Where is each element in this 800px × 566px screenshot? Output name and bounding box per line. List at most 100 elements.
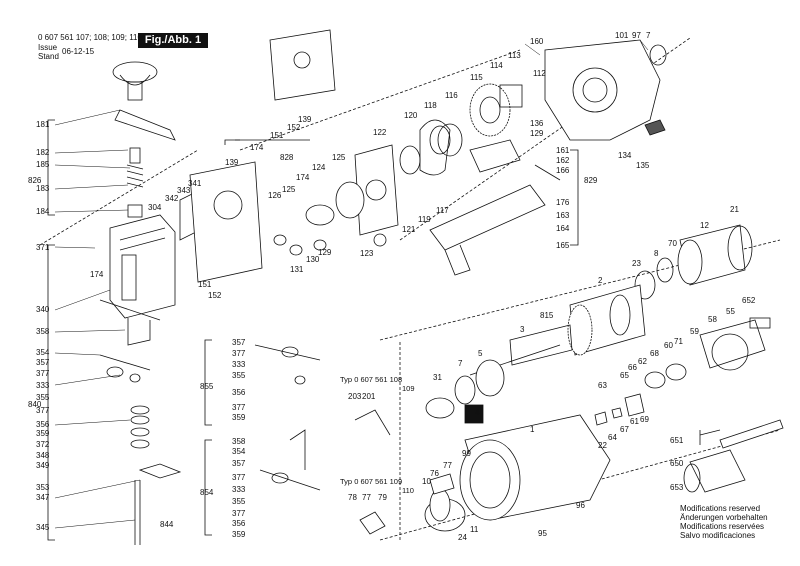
callout-125: 125 — [282, 185, 296, 194]
callout-68: 68 — [650, 349, 659, 358]
callout-152: 152 — [287, 123, 301, 132]
callout-121: 121 — [402, 225, 416, 234]
callout-119: 119 — [418, 215, 431, 224]
callout-76: 76 — [430, 469, 439, 478]
callout-113: 113 — [508, 51, 521, 60]
modifications-note: Modifications reserved Änderungen vorbeh… — [680, 504, 795, 540]
callout-31: 31 — [433, 373, 442, 382]
callout-184: 184 — [36, 207, 50, 216]
callout-355c: 355 — [232, 497, 246, 506]
modification-line: Modifications reserved — [680, 504, 761, 513]
callout-828: 828 — [280, 153, 294, 162]
callout-7: 7 — [646, 31, 651, 40]
callout-55: 55 — [726, 307, 735, 316]
callout-353: 353 — [36, 483, 50, 492]
callout-333c: 333 — [232, 485, 246, 494]
callout-359b: 359 — [232, 413, 246, 422]
callout-182: 182 — [36, 148, 50, 157]
callout-7b: 7 — [458, 359, 463, 368]
callout-134: 134 — [618, 151, 632, 160]
bracket-829 — [570, 149, 579, 246]
callout-62: 62 — [638, 357, 647, 366]
callout-371: 371 — [36, 243, 50, 252]
typ-prefix: Typ — [340, 375, 353, 384]
callout-152b: 152 — [208, 291, 222, 300]
callout-66: 66 — [628, 363, 637, 372]
callout-139b: 139 — [225, 158, 239, 167]
bracket-854 — [204, 439, 212, 536]
callout-854: 854 — [200, 488, 214, 497]
callout-356b: 356 — [232, 388, 246, 397]
callout-4: 4 — [475, 408, 480, 417]
callout-201: 201 — [362, 392, 376, 401]
callout-95: 95 — [538, 529, 547, 538]
callout-124: 124 — [312, 163, 326, 172]
callout-126: 126 — [268, 191, 282, 200]
callout-136: 136 — [530, 119, 544, 128]
callout-59: 59 — [690, 327, 699, 336]
callout-10: 10 — [422, 477, 431, 486]
callout-122: 122 — [373, 128, 387, 137]
callout-24: 24 — [458, 533, 467, 542]
callout-340: 340 — [36, 305, 50, 314]
callout-129b: 129 — [530, 129, 544, 138]
callout-129: 129 — [318, 248, 332, 257]
callout-174b: 174 — [250, 143, 264, 152]
bracket-826 — [47, 119, 55, 216]
callout-97: 97 — [632, 31, 641, 40]
callout-65: 65 — [620, 371, 629, 380]
callout-347: 347 — [36, 493, 50, 502]
callout-123: 123 — [360, 249, 374, 258]
callout-348: 348 — [36, 451, 50, 460]
callout-117: 117 — [436, 206, 449, 215]
callout-139: 139 — [298, 115, 312, 124]
callout-61: 61 — [630, 417, 639, 426]
bracket-855 — [204, 339, 212, 426]
callout-359: 359 — [36, 429, 50, 438]
callout-377: 377 — [36, 369, 50, 378]
callout-101: 101 — [615, 31, 629, 40]
callout-135: 135 — [636, 161, 650, 170]
callout-203: 203 — [348, 392, 362, 401]
part-number: 0 607 561 107; 108; 109; 110 — [38, 33, 142, 42]
callout-359c: 359 — [232, 530, 246, 539]
callout-844: 844 — [160, 520, 174, 529]
callout-151: 151 — [270, 131, 284, 140]
typ-prefix: Typ — [340, 477, 353, 486]
callout-1: 1 — [530, 425, 535, 434]
callout-5: 5 — [478, 349, 483, 358]
callout-118: 118 — [424, 101, 437, 110]
callout-70: 70 — [668, 239, 677, 248]
callout-114: 114 — [490, 61, 503, 70]
callout-112: 112 — [533, 69, 546, 78]
callout-345: 345 — [36, 523, 50, 532]
callout-116: 116 — [445, 91, 458, 100]
callout-815: 815 — [540, 311, 554, 320]
callout-67: 67 — [620, 425, 629, 434]
callout-357b: 357 — [232, 338, 246, 347]
callout-333b: 333 — [232, 360, 246, 369]
callout-125b: 125 — [332, 153, 346, 162]
callout-131: 131 — [290, 265, 304, 274]
callout-651: 651 — [670, 436, 684, 445]
issue-label: Issue — [38, 43, 58, 52]
modification-line: Salvo modificaciones — [680, 531, 756, 540]
callout-8: 8 — [654, 249, 659, 258]
callout-829: 829 — [584, 176, 598, 185]
callout-71: 71 — [674, 337, 683, 346]
typ-note-2: Typ 0 607 561 109 110 — [340, 477, 414, 495]
callout-99: 99 — [462, 449, 471, 458]
callout-96: 96 — [576, 501, 585, 510]
callout-372: 372 — [36, 440, 50, 449]
callout-23: 23 — [632, 259, 641, 268]
callout-174: 174 — [90, 270, 104, 279]
stand-label: Stand — [38, 52, 59, 61]
callout-77b: 77 — [443, 461, 452, 470]
figure-label: Fig./Abb. 1 — [138, 33, 208, 48]
callout-377c: 377 — [232, 473, 246, 482]
callout-2: 2 — [598, 276, 603, 285]
callout-69: 69 — [640, 415, 649, 424]
callout-11: 11 — [470, 525, 479, 534]
